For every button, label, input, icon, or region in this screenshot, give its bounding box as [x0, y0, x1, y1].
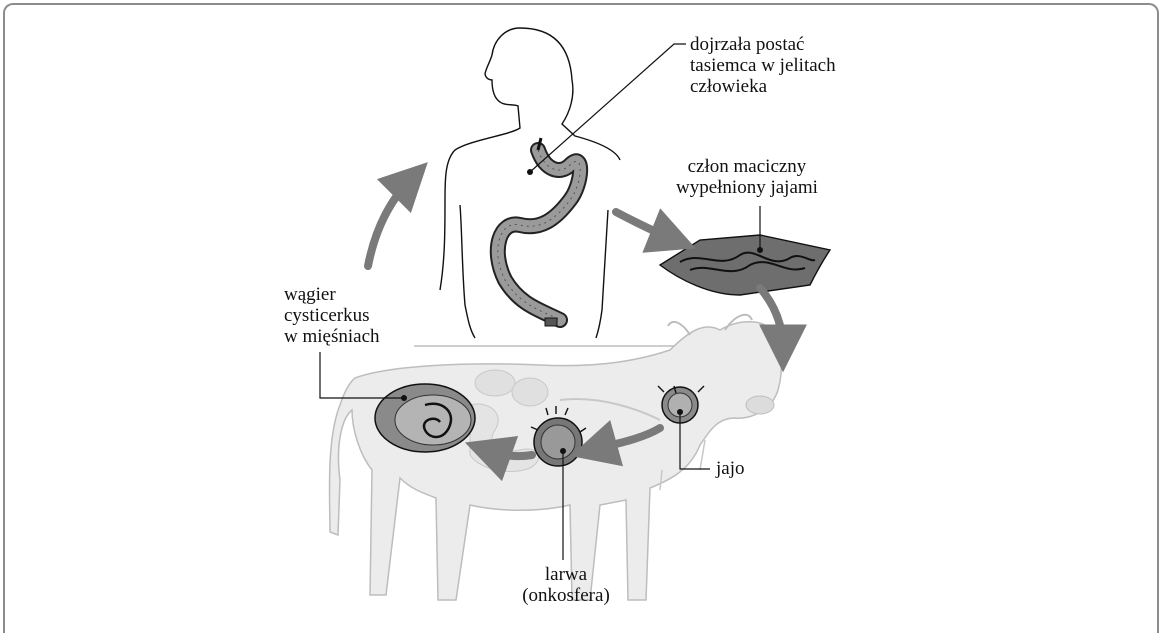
- label-egg-line-1: jajo: [716, 458, 745, 479]
- label-cysticercus-line-3: w mięśniach: [284, 326, 380, 347]
- label-larva: larwa (onkosfera): [516, 564, 616, 606]
- label-proglottid-line-2: wypełniony jajami: [676, 177, 818, 198]
- label-larva-line-1: larwa: [516, 564, 616, 585]
- cysticercus-illustration: [375, 384, 475, 452]
- label-cysticercus: wągier cysticerkus w mięśniach: [284, 284, 380, 347]
- label-adult-line-1: dojrzała postać: [690, 34, 836, 55]
- label-proglottid-line-1: człon maciczny: [676, 156, 818, 177]
- label-proglottid: człon maciczny wypełniony jajami: [676, 156, 818, 198]
- human-outline: [440, 28, 620, 338]
- arrow-human-to-proglottid: [616, 212, 675, 240]
- proglottid-illustration: [660, 235, 830, 295]
- tapeworm-illustration: [498, 138, 580, 326]
- label-larva-line-2: (onkosfera): [516, 585, 616, 606]
- label-cysticercus-line-1: wągier: [284, 284, 380, 305]
- leader-adult: [530, 44, 686, 172]
- label-adult-line-3: człowieka: [690, 76, 836, 97]
- label-cysticercus-line-2: cysticerkus: [284, 305, 380, 326]
- label-egg: jajo: [716, 458, 745, 479]
- arrow-cysticercus-to-human: [368, 178, 412, 266]
- label-adult-tapeworm: dojrzała postać tasiemca w jelitach czło…: [690, 34, 836, 97]
- label-adult-line-2: tasiemca w jelitach: [690, 55, 836, 76]
